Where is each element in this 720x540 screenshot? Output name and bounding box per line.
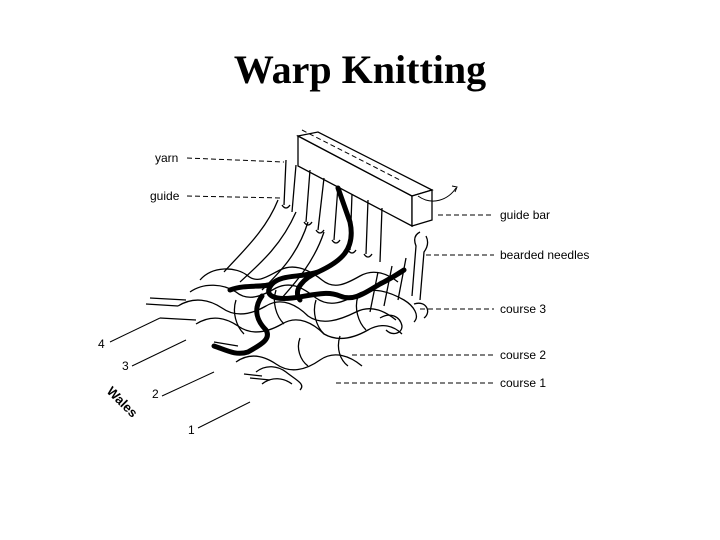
fabric-loops	[145, 199, 429, 391]
wale-number-2: 2	[152, 387, 159, 401]
label-course-2: course 2	[500, 348, 546, 362]
label-wales: Wales	[104, 384, 141, 421]
highlighted-yarn	[211, 185, 407, 356]
guide-bar-block	[296, 129, 458, 228]
label-yarn: yarn	[155, 151, 178, 165]
label-guide-bar: guide bar	[500, 208, 550, 222]
label-bearded-needles: bearded needles	[500, 248, 589, 262]
label-guide: guide	[150, 189, 180, 203]
wale-number-4: 4	[98, 337, 105, 351]
leader-lines	[186, 157, 494, 384]
wale-leader-lines	[109, 317, 251, 429]
label-course-3: course 3	[500, 302, 546, 316]
diagram-title: Warp Knitting	[233, 47, 487, 92]
label-course-1: course 1	[500, 376, 546, 390]
bearded-needles	[369, 231, 429, 313]
wale-number-3: 3	[122, 359, 129, 373]
wale-number-1: 1	[188, 423, 195, 437]
